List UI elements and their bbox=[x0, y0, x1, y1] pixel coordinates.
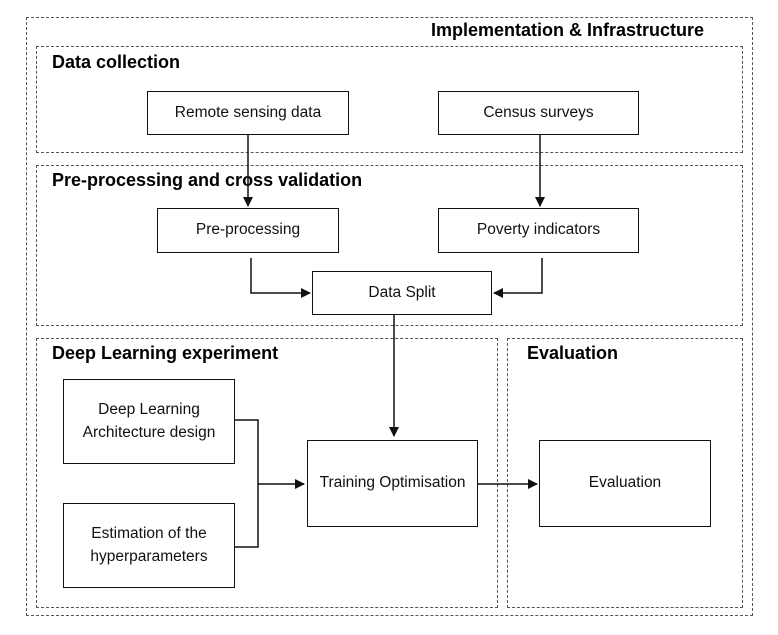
data-split-node: Data Split bbox=[312, 271, 492, 315]
preprocessing-title: Pre-processing and cross validation bbox=[52, 170, 363, 190]
evaluation-node: Evaluation bbox=[539, 440, 711, 527]
edge-hyperparameters-to-training bbox=[235, 479, 305, 548]
data-split-label: Data Split bbox=[368, 283, 436, 301]
hyperparameters-label: Estimation of the hyperparameters bbox=[90, 525, 208, 565]
architecture-design-node: Deep Learning Architecture design bbox=[63, 379, 235, 464]
poverty-indicators-label: Poverty indicators bbox=[476, 221, 601, 239]
data-collection-title: Data collection bbox=[52, 52, 181, 72]
edge-preprocessing-to-data-split bbox=[250, 258, 311, 298]
data-collection-section bbox=[36, 46, 743, 153]
implementation-infrastructure-container bbox=[26, 17, 753, 616]
preprocessing-node: Pre-processing bbox=[157, 208, 339, 253]
edge-poverty-indicators-to-data-split bbox=[493, 258, 543, 298]
preprocessing-section bbox=[36, 165, 743, 326]
census-surveys-node: Census surveys bbox=[438, 91, 639, 135]
remote-sensing-data-node: Remote sensing data bbox=[147, 91, 349, 135]
training-optimisation-label: Training Optimisation bbox=[319, 474, 466, 492]
evaluation-section bbox=[507, 338, 743, 608]
deep-learning-title: Deep Learning experiment bbox=[52, 343, 279, 363]
architecture-design-label: Deep Learning Architecture design bbox=[82, 401, 216, 441]
deep-learning-section bbox=[36, 338, 498, 608]
remote-sensing-data-label: Remote sensing data bbox=[174, 103, 322, 121]
implementation-infrastructure-title: Implementation & Infrastructure bbox=[431, 20, 705, 40]
evaluation-label: Evaluation bbox=[588, 474, 662, 492]
hyperparameters-node: Estimation of the hyperparameters bbox=[63, 503, 235, 588]
training-optimisation-node: Training Optimisation bbox=[307, 440, 478, 527]
preprocessing-label: Pre-processing bbox=[195, 221, 301, 239]
edge-architecture-to-training bbox=[235, 419, 259, 484]
evaluation-section-title: Evaluation bbox=[527, 343, 619, 363]
poverty-indicators-node: Poverty indicators bbox=[438, 208, 639, 253]
census-surveys-label: Census surveys bbox=[483, 103, 594, 121]
